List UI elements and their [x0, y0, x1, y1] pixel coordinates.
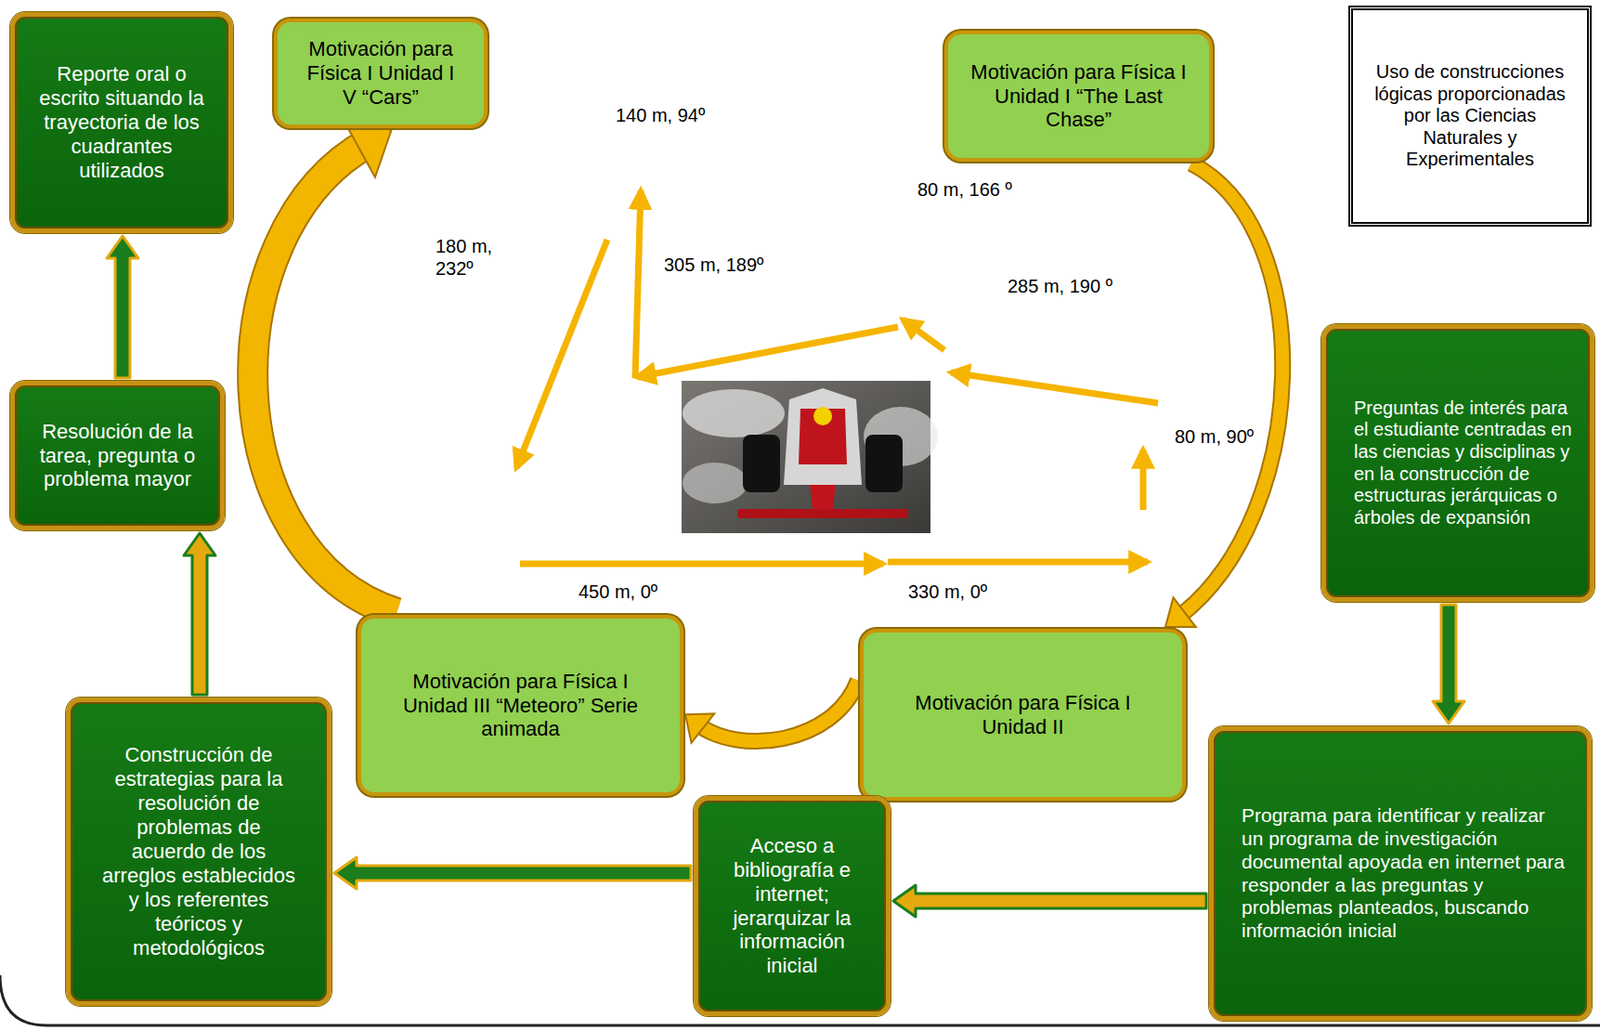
box-text: Resolución de la tarea, pregunta o probl… — [35, 419, 200, 493]
box-text: Acceso a bibliografía e internet; jerarq… — [731, 833, 853, 979]
block-arrow — [334, 857, 691, 889]
box-text: Preguntas de interés para el estudiante … — [1353, 397, 1574, 530]
motivation-box: Motivación para Física I Unidad II — [859, 628, 1186, 801]
note-box: Uso de construcciones lógicas proporcion… — [1348, 5, 1592, 227]
driver-helmet — [813, 406, 833, 426]
race-car-photo — [681, 380, 938, 534]
vector-label: 305 m, 189º — [661, 253, 767, 276]
photo-background — [681, 380, 931, 534]
box-text: Motivación para Física I Unidad I “The L… — [966, 60, 1191, 133]
vector-arrow — [887, 559, 1148, 566]
arrowhead — [685, 713, 715, 742]
vector-label: 80 m, 166 º — [914, 178, 1015, 201]
curved-arrow — [697, 680, 859, 742]
car-body — [783, 388, 862, 485]
process-box: Construcción de estrategias para la reso… — [65, 697, 332, 1006]
block-arrow — [106, 235, 139, 378]
box-text: Reporte oral o escrito situando la traye… — [31, 62, 212, 183]
box-text: Motivación para Física I Unidad II — [882, 690, 1164, 740]
curved-arrow-outline — [1179, 163, 1284, 617]
curved-arrow-outline — [252, 143, 397, 614]
arrowhead — [1165, 597, 1197, 627]
vector-arrow — [637, 326, 898, 378]
displacement-vectors — [516, 190, 1158, 564]
block-arrow — [893, 884, 1207, 917]
flow-arrow — [893, 884, 1207, 917]
flow-arrow — [252, 118, 397, 613]
tyre-smoke — [682, 389, 785, 438]
process-box: Programa para identificar y realizar un … — [1209, 726, 1592, 1021]
flow-arrow — [685, 680, 859, 743]
car-wheel — [865, 434, 903, 493]
box-text: Motivación para Física I Unidad III “Met… — [379, 669, 662, 742]
flow-arrow — [1165, 163, 1283, 627]
motivation-box: Motivación para Física I Unidad I “The L… — [944, 30, 1213, 162]
vector-label: 80 m, 90º — [1171, 425, 1257, 448]
box-text: Uso de construcciones lógicas proporcion… — [1373, 61, 1567, 171]
motivation-box: Motivación para Física I Unidad I V “Car… — [273, 18, 488, 129]
vector-label: 140 m, 94º — [612, 104, 708, 127]
vector-label: 285 m, 190 º — [1004, 274, 1116, 298]
curved-arrow — [252, 143, 397, 614]
vector-arrow — [520, 560, 884, 568]
box-text: Construcción de estrategias para la reso… — [98, 742, 300, 961]
flow-arrow — [183, 533, 216, 695]
vector-label: 330 m, 0º — [905, 580, 990, 603]
curved-arrow-outline — [697, 680, 859, 742]
result-box: Reporte oral o escrito situando la traye… — [10, 12, 234, 234]
car-front-wing — [737, 508, 909, 519]
box-text: Programa para identificar y realizar un … — [1241, 804, 1567, 943]
block-arrow — [183, 533, 216, 695]
flow-arrow — [1432, 604, 1465, 724]
box-text: Motivación para Física I Unidad I V “Car… — [303, 37, 458, 110]
block-arrow — [1432, 604, 1465, 724]
vector-arrow — [516, 239, 608, 469]
vector-label: 180 m, 232º — [432, 234, 508, 280]
process-box: Preguntas de interés para el estudiante … — [1321, 324, 1595, 602]
vector-label: 450 m, 0º — [575, 580, 661, 603]
process-box: Acceso a bibliografía e internet; jerarq… — [693, 795, 891, 1016]
motivation-box: Motivación para Física I Unidad III “Met… — [357, 614, 684, 796]
flow-arrow — [334, 857, 691, 889]
vector-arrow — [635, 190, 641, 378]
curved-arrow — [1179, 163, 1284, 617]
tyre-smoke — [682, 462, 748, 504]
vector-arrow — [902, 319, 945, 351]
vector-arrow — [1140, 449, 1147, 510]
car-wheel — [742, 434, 781, 493]
process-box: Resolución de la tarea, pregunta o probl… — [10, 380, 225, 531]
vector-arrow — [950, 372, 1158, 404]
flow-arrow — [106, 235, 139, 378]
